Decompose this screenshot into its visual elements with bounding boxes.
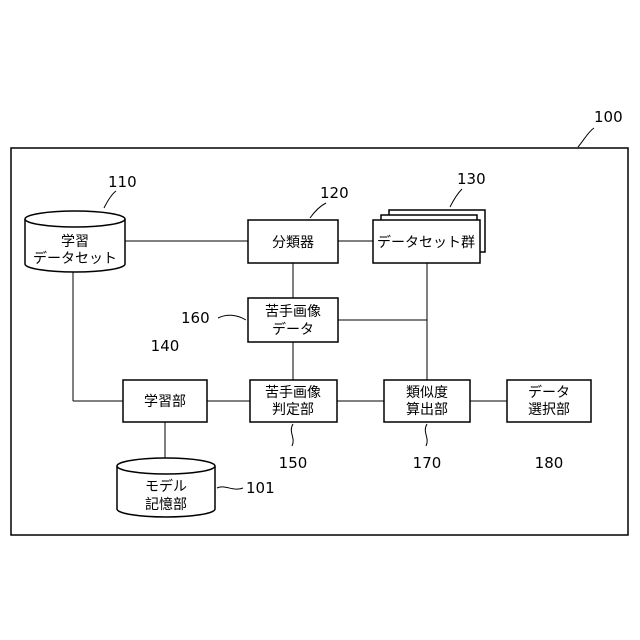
- weak-image-data-line1: 苦手画像: [265, 304, 321, 320]
- classifier-label: 分類器: [272, 235, 314, 251]
- weak-image-judge-line2: 判定部: [272, 402, 314, 418]
- dataset-group-ref: 130: [457, 170, 486, 188]
- learning-dataset-leader: [104, 191, 116, 208]
- system-ref-label: 100: [594, 108, 623, 126]
- learning-dataset-ref: 110: [108, 173, 137, 191]
- similarity-calc-block: 類似度 算出部: [384, 380, 470, 422]
- weak-image-data-block: 苦手画像 データ: [248, 298, 338, 342]
- learning-unit-label: 学習部: [144, 394, 186, 410]
- classifier-leader: [310, 203, 326, 218]
- similarity-calc-ref: 170: [413, 454, 442, 472]
- weak-image-judge-block: 苦手画像 判定部: [250, 380, 337, 422]
- data-select-ref: 180: [535, 454, 564, 472]
- data-select-line1: データ: [528, 384, 570, 401]
- weak-image-data-ref: 160: [181, 309, 210, 327]
- similarity-calc-line1: 類似度: [406, 385, 448, 401]
- classifier-block: 分類器: [248, 220, 338, 263]
- data-select-line2: 選択部: [528, 402, 570, 418]
- learning-dataset-line1: 学習: [61, 234, 89, 250]
- weak-image-data-leader: [218, 315, 246, 320]
- learning-dataset-block: 学習 データセット: [25, 211, 125, 272]
- connection-lines: [73, 241, 507, 462]
- classifier-ref: 120: [320, 184, 349, 202]
- model-storage-line2: 記憶部: [145, 496, 187, 513]
- dataset-group-block: データセット群: [373, 210, 485, 263]
- similarity-calc-line2: 算出部: [406, 402, 448, 418]
- learning-dataset-line2: データセット: [33, 250, 117, 267]
- learning-unit-ref: 140: [151, 337, 180, 355]
- model-storage-block: モデル 記憶部: [117, 458, 215, 517]
- model-storage-ref: 101: [246, 479, 275, 497]
- weak-image-judge-ref: 150: [279, 454, 308, 472]
- weak-image-judge-leader: [291, 424, 293, 446]
- weak-image-judge-line1: 苦手画像: [265, 385, 321, 401]
- dataset-group-leader: [450, 189, 462, 207]
- similarity-calc-leader: [425, 424, 427, 446]
- learning-unit-block: 学習部: [123, 380, 207, 422]
- weak-image-data-line2: データ: [272, 321, 314, 338]
- model-storage-line1: モデル: [145, 478, 187, 495]
- dataset-group-label: データセット群: [377, 234, 475, 251]
- model-storage-leader: [217, 487, 243, 489]
- data-select-block: データ 選択部: [507, 380, 591, 422]
- system-leader: [578, 128, 594, 147]
